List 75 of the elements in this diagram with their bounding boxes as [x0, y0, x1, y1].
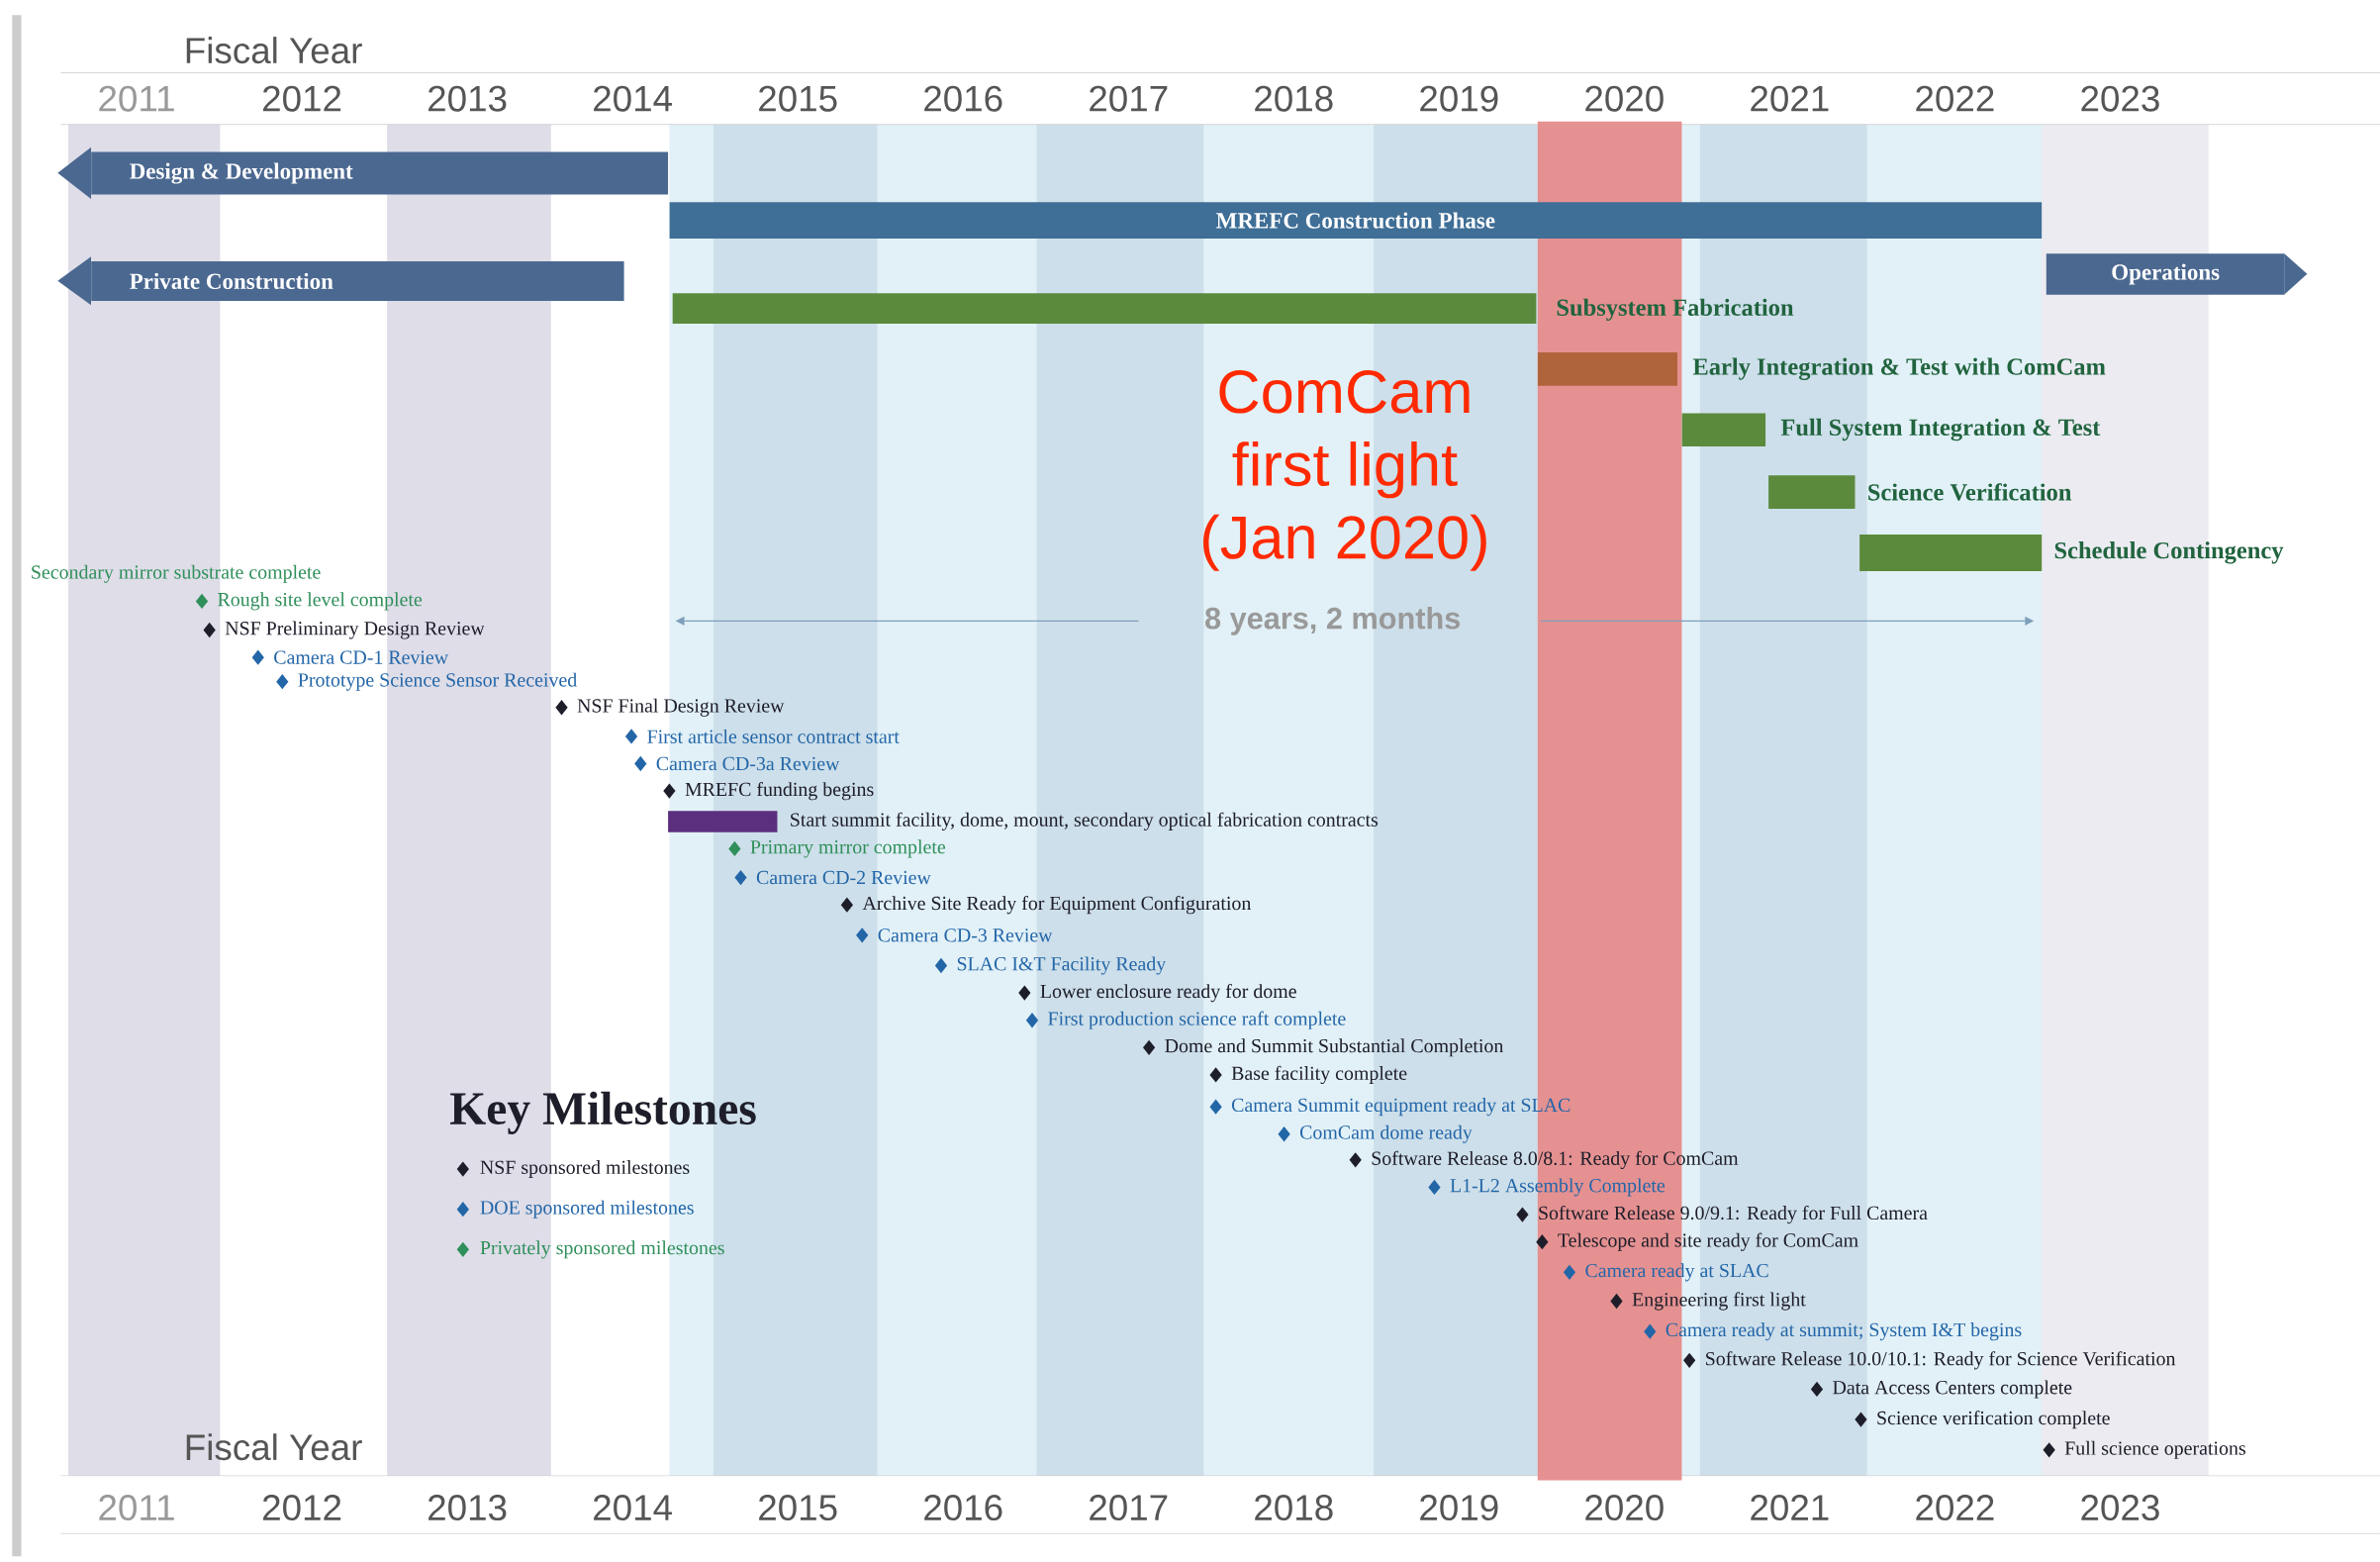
- milestone: Software Release 9.0/9.1: Ready for Full Camera: [1516, 1205, 1928, 1224]
- axis-title: Fiscal Year: [186, 1433, 362, 1461]
- year-label: 2014: [594, 85, 672, 112]
- milestone: Software Release 10.0/10.1: Ready for Science Verification: [1683, 1351, 2176, 1370]
- phase-label: Full System Integration & Test: [1780, 418, 2101, 441]
- year-label: 2011: [99, 1494, 174, 1520]
- milestone: Camera CD-3 Review: [856, 927, 1053, 943]
- year-label: 2016: [924, 85, 1002, 112]
- year-label: 2011: [99, 85, 174, 112]
- year-label: 2023: [2081, 1494, 2159, 1520]
- milestone: First article sensor contract start: [624, 729, 900, 744]
- milestone: Rough site level complete: [195, 592, 423, 611]
- year-label: 2013: [428, 1494, 507, 1520]
- milestone: MREFC funding begins: [663, 781, 874, 801]
- year-label: 2021: [1751, 85, 1829, 112]
- milestone: NSF Final Design Review: [555, 698, 785, 717]
- milestone: Primary mirror complete: [728, 839, 946, 858]
- milestone: Science verification complete: [1855, 1410, 2110, 1429]
- milestone: Lower enclosure ready for dome: [1018, 983, 1296, 1003]
- year-label: 2019: [1420, 1494, 1498, 1520]
- milestone: Camera CD-3a Review: [634, 755, 840, 772]
- year-label: 2019: [1420, 85, 1498, 112]
- milestone: Camera ready at summit; System I&T begins: [1644, 1322, 2022, 1341]
- year-label: 2014: [594, 1494, 672, 1520]
- milestone-label: Start summit facility, dome, mount, secondary optical fabrication contracts: [791, 812, 1379, 830]
- milestone: First production science raft complete: [1025, 1011, 1346, 1029]
- phase-label: Subsystem Fabrication: [1557, 298, 1794, 321]
- phase-label: Science Verification: [1868, 483, 2072, 501]
- legend-entry: NSF sponsored milestones: [456, 1159, 690, 1178]
- year-label: 2018: [1255, 1494, 1333, 1520]
- milestone: Camera ready at SLAC: [1563, 1263, 1768, 1282]
- milestone: Camera CD-2 Review: [734, 869, 931, 886]
- year-label: 2016: [924, 1494, 1002, 1520]
- milestone: Archive Site Ready for Equipment Configuration: [840, 895, 1252, 915]
- milestone: Secondary mirror substrate complete: [32, 564, 321, 583]
- legend-entry: DOE sponsored milestones: [456, 1200, 694, 1219]
- year-label: 2022: [1916, 85, 1994, 112]
- pointed-bar: Operations: [2046, 253, 2308, 295]
- year-label: 2017: [1090, 85, 1168, 112]
- year-label: 2015: [759, 1494, 837, 1520]
- year-label: 2022: [1916, 1494, 1994, 1520]
- milestone: Telescope and site ready for ComCam: [1536, 1232, 1858, 1251]
- year-label: 2013: [428, 85, 507, 112]
- year-label: 2023: [2081, 85, 2159, 112]
- milestone: NSF Preliminary Design Review: [203, 621, 485, 639]
- milestone: Engineering first light: [1610, 1292, 1806, 1311]
- milestone: Base facility complete: [1209, 1065, 1407, 1084]
- year-label: 2017: [1090, 1494, 1168, 1520]
- year-label: 2015: [759, 85, 837, 112]
- year-label: 2018: [1255, 85, 1333, 112]
- phase-label: Early Integration & Test with ComCam: [1692, 357, 2106, 380]
- milestone: Camera CD-1 Review: [251, 649, 449, 665]
- milestone: Software Release 8.0/8.1: Ready for ComCam: [1349, 1150, 1739, 1169]
- milestone: Data Access Centers complete: [1810, 1380, 2072, 1399]
- duration-label: 8 years, 2 months: [1205, 606, 1461, 635]
- year-label: 2020: [1585, 85, 1664, 112]
- milestone: ComCam dome ready: [1278, 1124, 1473, 1143]
- year-label: 2012: [263, 1494, 341, 1520]
- pointed-bar: Private Construction: [57, 256, 624, 306]
- pointed-bar: Design & Development: [57, 146, 669, 199]
- year-label: 2021: [1751, 1494, 1829, 1520]
- year-label: 2012: [263, 85, 341, 112]
- milestone: SLAC I&T Facility Ready: [934, 956, 1167, 975]
- year-label: 2020: [1585, 1494, 1664, 1520]
- milestone: Prototype Science Sensor Received: [276, 672, 577, 691]
- milestone: Camera Summit equipment ready at SLAC: [1209, 1097, 1571, 1117]
- phase-label: Schedule Contingency: [2054, 540, 2284, 564]
- legend-title: Key Milestones: [450, 1091, 756, 1134]
- axis-title: Fiscal Year: [186, 36, 362, 63]
- phase-bar: MREFC Construction Phase: [669, 202, 2043, 239]
- legend-entry: Privately sponsored milestones: [456, 1240, 724, 1259]
- annotation: ComCam first light (Jan 2020): [1203, 369, 1486, 571]
- milestone: Full science operations: [2043, 1440, 2245, 1459]
- milestone: Dome and Summit Substantial Completion: [1142, 1038, 1504, 1057]
- milestone: L1-L2 Assembly Complete: [1428, 1178, 1666, 1197]
